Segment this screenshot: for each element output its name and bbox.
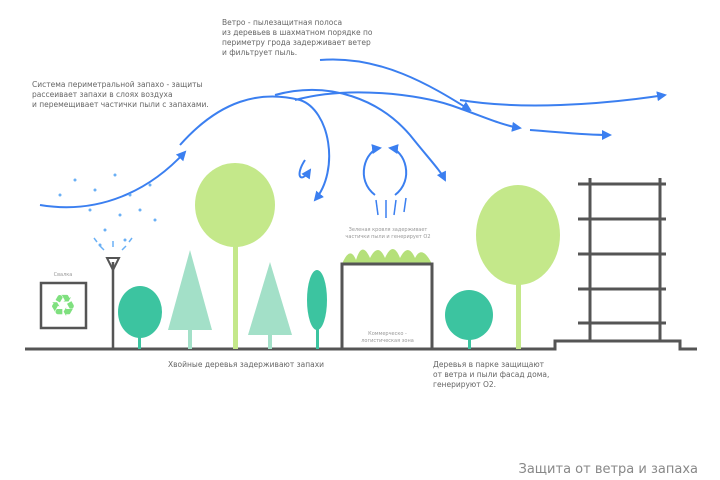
tree-teal-small	[118, 286, 162, 349]
wind-arrow	[298, 159, 312, 180]
wind-arrow	[179, 95, 331, 202]
green-roof	[342, 249, 432, 264]
windbreak-note: Ветро - пылезащитная полоса из деревьев …	[222, 18, 373, 57]
logistics-building	[340, 262, 434, 351]
park-note: Деревья в парке защищают от ветра и пыли…	[433, 360, 550, 389]
tree-conifer	[168, 250, 212, 349]
dump-label: Свалка	[53, 272, 73, 278]
tree-large-light	[195, 163, 275, 349]
green-roof-note: Зеленая кровля задерживает частички пыли…	[345, 227, 431, 240]
wind-arrow	[294, 91, 522, 132]
dump-box	[39, 281, 88, 330]
ground-line	[25, 339, 697, 351]
sprinkler-icon	[105, 257, 121, 273]
recycle-icon: ♻	[50, 289, 77, 324]
residential-building	[578, 178, 666, 341]
air-dashes	[375, 197, 407, 218]
tree-teal-small	[445, 290, 493, 349]
wind-arrow	[362, 144, 382, 196]
tree-large-light	[476, 185, 560, 349]
wind-arrow	[388, 144, 408, 196]
wind-arrow	[529, 129, 612, 140]
tree-conifer	[248, 262, 292, 349]
wind-arrows	[39, 58, 667, 209]
wind-arrow	[459, 91, 667, 107]
wind-arrow	[319, 58, 472, 112]
tree-columnar	[307, 270, 327, 349]
conifers-note: Хвойные деревья задерживают запахи	[168, 360, 325, 369]
dust-particles	[58, 173, 157, 247]
wind-arrow	[39, 150, 187, 209]
logistics-label: Коммерческо - логистическая зона	[361, 331, 414, 344]
perimeter-note: Система периметральной запахо - защиты р…	[32, 80, 209, 109]
diagram-title: Защита от ветра и запаха	[518, 462, 699, 477]
wind-arrow	[274, 88, 446, 182]
